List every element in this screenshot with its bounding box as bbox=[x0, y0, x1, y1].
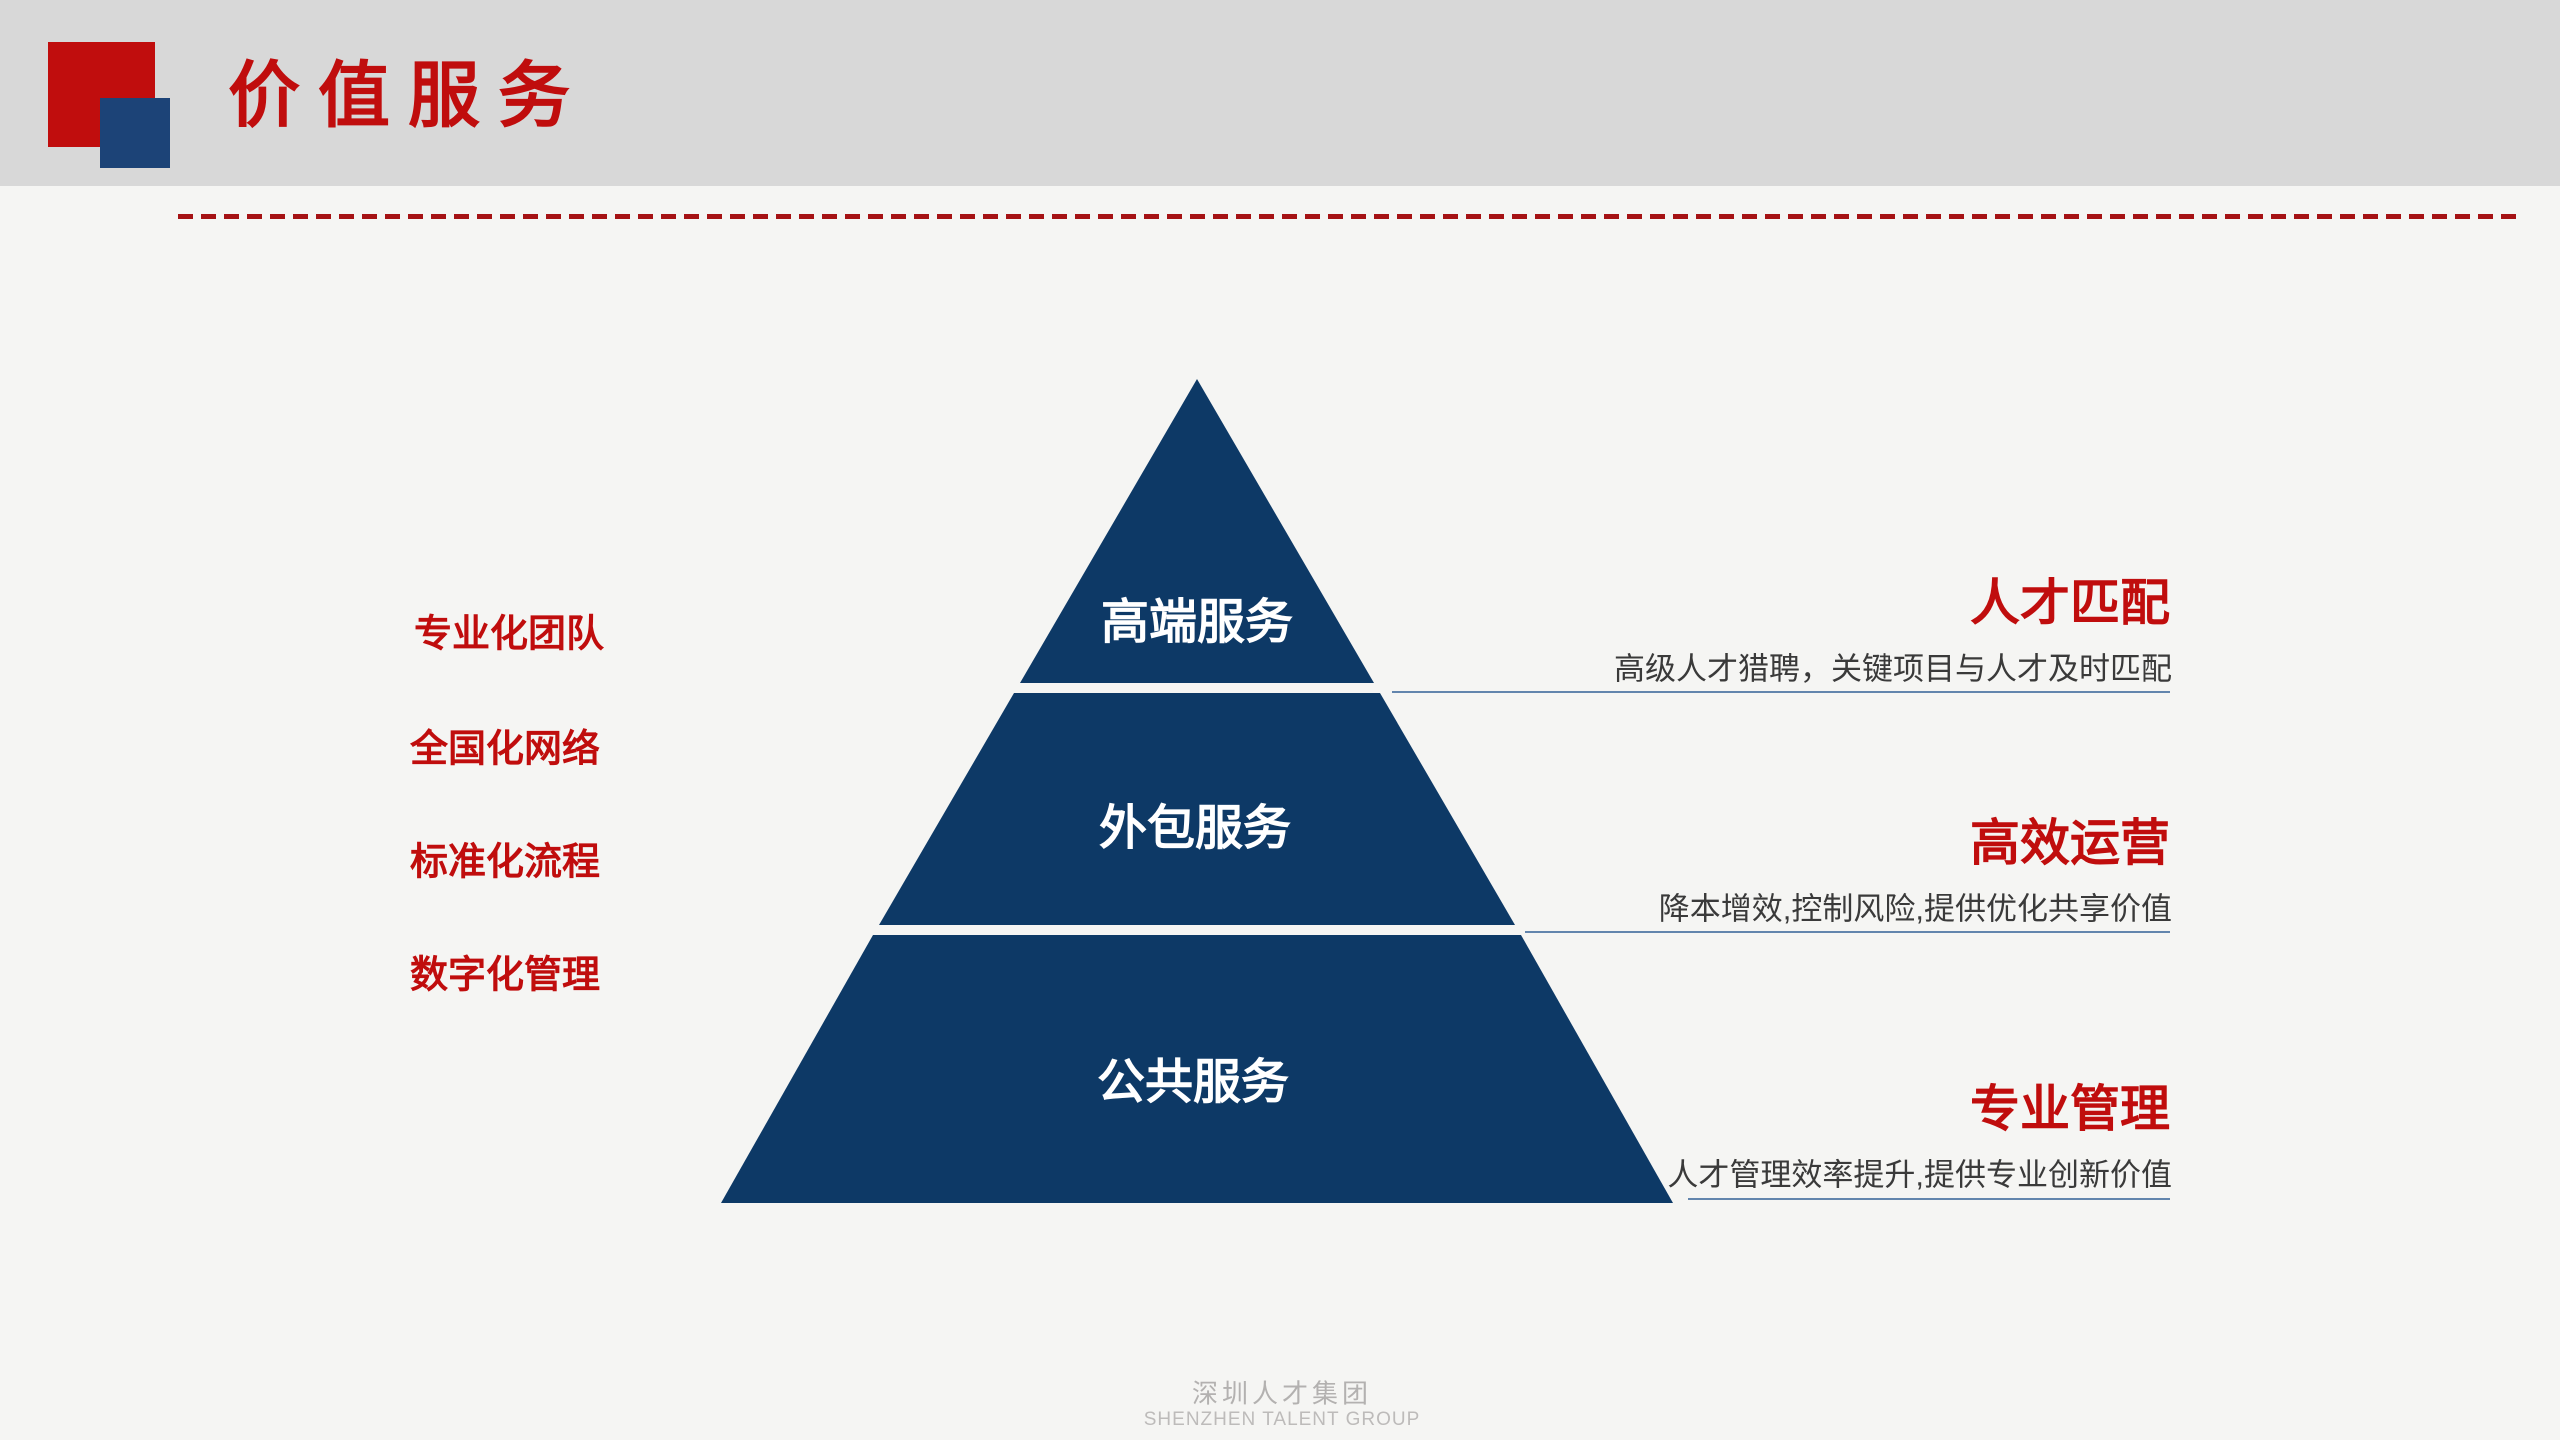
logo-blue-square-icon bbox=[100, 98, 170, 168]
pyramid-label-bottom: 公共服务 bbox=[1096, 1056, 1290, 1109]
annotation-description-1: 高级人才猎聘，关键项目与人才及时匹配 bbox=[1614, 651, 2172, 687]
page-title: 价值服务 bbox=[228, 56, 589, 137]
footer-company-name-cn: 深圳人才集团 bbox=[1191, 1378, 1373, 1409]
annotation-underline-2 bbox=[1525, 931, 2170, 933]
annotation-heading-2: 高效运营 bbox=[1970, 815, 2170, 871]
annotation-underline-1 bbox=[1392, 691, 2170, 693]
feature-label-process: 标准化流程 bbox=[410, 841, 601, 884]
feature-label-team: 专业化团队 bbox=[414, 613, 605, 656]
feature-label-network: 全国化网络 bbox=[410, 728, 601, 771]
pyramid-label-top: 高端服务 bbox=[1100, 596, 1294, 649]
annotation-heading-3: 专业管理 bbox=[1970, 1081, 2170, 1137]
feature-label-digital: 数字化管理 bbox=[410, 954, 601, 997]
header-band bbox=[0, 0, 2560, 186]
annotation-underline-3 bbox=[1688, 1198, 2170, 1200]
pyramid-label-middle: 外包服务 bbox=[1098, 802, 1292, 855]
annotation-heading-1: 人才匹配 bbox=[1970, 575, 2170, 631]
pyramid-level-bottom bbox=[721, 935, 1673, 1203]
footer-company-name-en: SHENZHEN TALENT GROUP bbox=[1143, 1409, 1421, 1430]
dashed-divider bbox=[178, 214, 2520, 219]
annotation-description-3: 人才管理效率提升,提供专业创新价值 bbox=[1667, 1157, 2172, 1193]
annotation-description-2: 降本增效,控制风险,提供优化共享价值 bbox=[1658, 891, 2172, 927]
